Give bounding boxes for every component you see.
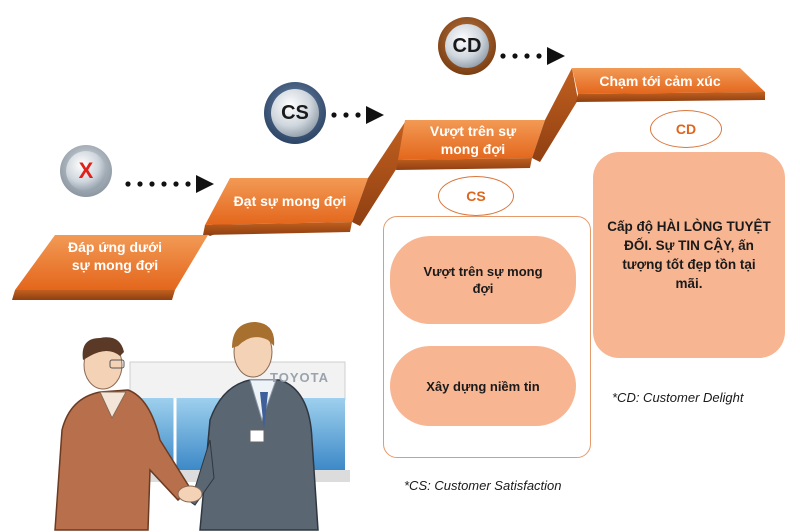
salesman-figure <box>184 322 319 531</box>
riser-2 <box>352 122 405 226</box>
customer-figure <box>54 337 191 531</box>
dotted-arrow-cs <box>331 106 384 124</box>
step-4-top <box>572 68 765 94</box>
dealership-sign: TOYOTA <box>270 370 329 385</box>
riser-3 <box>532 68 578 162</box>
step-3-top <box>398 120 545 160</box>
step-2-label: Đạt sự mong đợi <box>233 193 347 209</box>
badge-cs-circle <box>264 82 326 144</box>
cs-footnote: *CS: Customer Satisfaction <box>404 478 562 493</box>
cd-panel-header: CD <box>650 110 722 148</box>
step-2-top <box>205 178 368 225</box>
handshake <box>177 485 203 503</box>
step-1-top <box>15 235 208 290</box>
step-1-side <box>12 290 175 300</box>
step-3-side <box>396 158 532 170</box>
cs-panel-item-2: Xây dựng niềm tin <box>390 346 576 426</box>
badge-cs: CS <box>271 89 319 137</box>
step-4-label: Chạm tới cảm xúc <box>599 73 721 89</box>
step-2-side <box>203 222 352 235</box>
step-1-label: Đáp ứng dưới sự mong đợi <box>67 239 162 273</box>
badge-x-circle <box>60 145 112 197</box>
cd-panel: Cấp độ HÀI LÒNG TUYỆT ĐỐI. Sự TIN CẬY, ấ… <box>593 152 785 358</box>
step-4-side <box>576 92 765 102</box>
cd-panel-text: Cấp độ HÀI LÒNG TUYỆT ĐỐI. Sự TIN CẬY, ấ… <box>607 219 771 291</box>
cd-footnote: *CD: Customer Delight <box>612 390 744 405</box>
cs-panel-item-1: Vượt trên sự mong đợi <box>390 236 576 324</box>
badge-cs-label: CS <box>281 101 309 124</box>
badge-x-label: X <box>78 158 94 183</box>
badge-cd-circle <box>438 17 496 75</box>
badge-cd-label: CD <box>452 34 482 57</box>
cs-panel-header: CS <box>438 176 514 216</box>
badge-x: X <box>66 151 106 191</box>
dotted-arrow-x <box>125 175 214 193</box>
dotted-arrow-cd <box>500 47 565 65</box>
badge-cd: CD <box>445 24 489 68</box>
step-3-label: Vượt trên sự mong đợi <box>429 123 517 157</box>
